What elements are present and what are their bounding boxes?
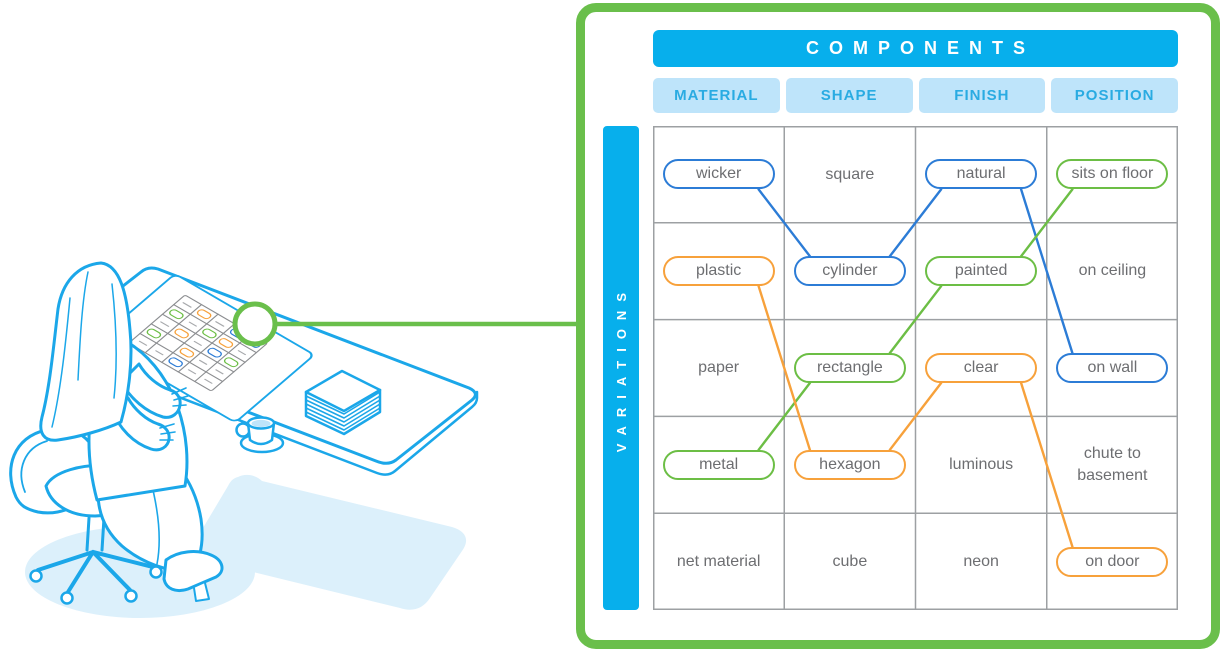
connection-line-green bbox=[757, 381, 812, 451]
mini-chart bbox=[129, 295, 268, 391]
connection-line-blue bbox=[1019, 188, 1074, 355]
chair-base bbox=[36, 550, 155, 594]
option-pill-rectangle: rectangle bbox=[793, 352, 906, 383]
column-header-label: FINISH bbox=[954, 87, 1010, 104]
cell-clear: clear bbox=[916, 320, 1047, 417]
column-header-label: POSITION bbox=[1074, 87, 1155, 104]
variations-side-bar: VARIATIONS bbox=[603, 126, 639, 610]
cell-hexagon: hexagon bbox=[784, 416, 915, 513]
connection-line-green bbox=[888, 284, 943, 355]
cell-on-ceiling: on ceiling bbox=[1047, 223, 1178, 320]
cell-chute-to-basement: chute to basement bbox=[1047, 416, 1178, 513]
cell-square: square bbox=[784, 126, 915, 223]
option-pill-plastic: plastic bbox=[662, 256, 775, 287]
cell-rectangle: rectangle bbox=[784, 320, 915, 417]
option-pill-metal: metal bbox=[662, 449, 775, 480]
column-header-finish: FINISH bbox=[918, 78, 1046, 113]
magnifier-circle bbox=[232, 301, 278, 347]
person-arm-near bbox=[110, 396, 171, 452]
option-label-neon: neon bbox=[963, 552, 999, 570]
coffee-cup bbox=[235, 416, 285, 454]
column-headers: MATERIAL SHAPE FINISH POSITION bbox=[653, 78, 1178, 113]
connection-line-green bbox=[1019, 188, 1074, 258]
connection-line-orange bbox=[888, 381, 943, 451]
person-hair bbox=[39, 261, 133, 442]
option-label-luminous: luminous bbox=[949, 455, 1014, 473]
cell-wicker: wicker bbox=[653, 126, 784, 223]
option-pill-on-door: on door bbox=[1056, 546, 1169, 577]
column-header-material: MATERIAL bbox=[653, 78, 780, 113]
cell-on-door: on door bbox=[1047, 513, 1178, 610]
option-label-paper: paper bbox=[698, 359, 740, 377]
option-label-chute-to-basement: chute to basement bbox=[1077, 445, 1148, 484]
option-pill-cylinder: cylinder bbox=[793, 256, 906, 287]
connection-line-blue bbox=[757, 188, 812, 258]
cell-paper: paper bbox=[653, 320, 784, 417]
chair-wheels bbox=[29, 565, 163, 605]
table-grid-svg bbox=[653, 126, 1178, 610]
cell-net-material: net material bbox=[653, 513, 784, 610]
cell-sits-on-floor: sits on floor bbox=[1047, 126, 1178, 223]
variations-label: VARIATIONS bbox=[613, 283, 629, 453]
option-pill-wicker: wicker bbox=[662, 159, 775, 190]
cell-luminous: luminous bbox=[916, 416, 1047, 513]
options-table: wicker square natural sits on floor plastic c… bbox=[653, 126, 1178, 610]
column-header-position: POSITION bbox=[1051, 78, 1178, 113]
column-header-label: SHAPE bbox=[820, 87, 878, 104]
components-header-label: COMPONENTS bbox=[805, 38, 1035, 58]
connection-line-orange bbox=[1019, 381, 1074, 548]
option-pill-painted: painted bbox=[925, 256, 1038, 287]
option-label-net-material: net material bbox=[676, 552, 761, 570]
desk-shadow bbox=[193, 474, 467, 610]
cell-neon: neon bbox=[916, 513, 1047, 610]
column-header-shape: SHAPE bbox=[785, 78, 913, 113]
cell-on-wall: on wall bbox=[1047, 320, 1178, 417]
option-label-square: square bbox=[825, 165, 875, 183]
person bbox=[39, 261, 224, 602]
paper-stack bbox=[304, 369, 382, 436]
morphological-chart-panel: COMPONENTS MATERIAL SHAPE FINISH POSITION V… bbox=[576, 3, 1220, 649]
cell-cube: cube bbox=[784, 513, 915, 610]
option-pill-clear: clear bbox=[925, 352, 1038, 383]
components-header: COMPONENTS bbox=[653, 30, 1178, 67]
cell-cylinder: cylinder bbox=[784, 223, 915, 320]
connection-line-orange bbox=[757, 284, 812, 451]
cell-metal: metal bbox=[653, 416, 784, 513]
option-pill-on-wall: on wall bbox=[1056, 352, 1169, 383]
cell-plastic: plastic bbox=[653, 223, 784, 320]
column-header-label: MATERIAL bbox=[674, 87, 759, 104]
option-pill-sits-on-floor: sits on floor bbox=[1056, 159, 1169, 190]
option-pill-hexagon: hexagon bbox=[793, 449, 906, 480]
cell-painted: painted bbox=[916, 223, 1047, 320]
connection-line-blue bbox=[888, 188, 943, 258]
option-pill-natural: natural bbox=[925, 159, 1038, 190]
option-label-cube: cube bbox=[832, 552, 868, 570]
person-boot bbox=[162, 550, 224, 593]
option-label-on-ceiling: on ceiling bbox=[1078, 262, 1147, 280]
illustration-person-at-desk bbox=[9, 261, 580, 618]
cell-natural: natural bbox=[916, 126, 1047, 223]
